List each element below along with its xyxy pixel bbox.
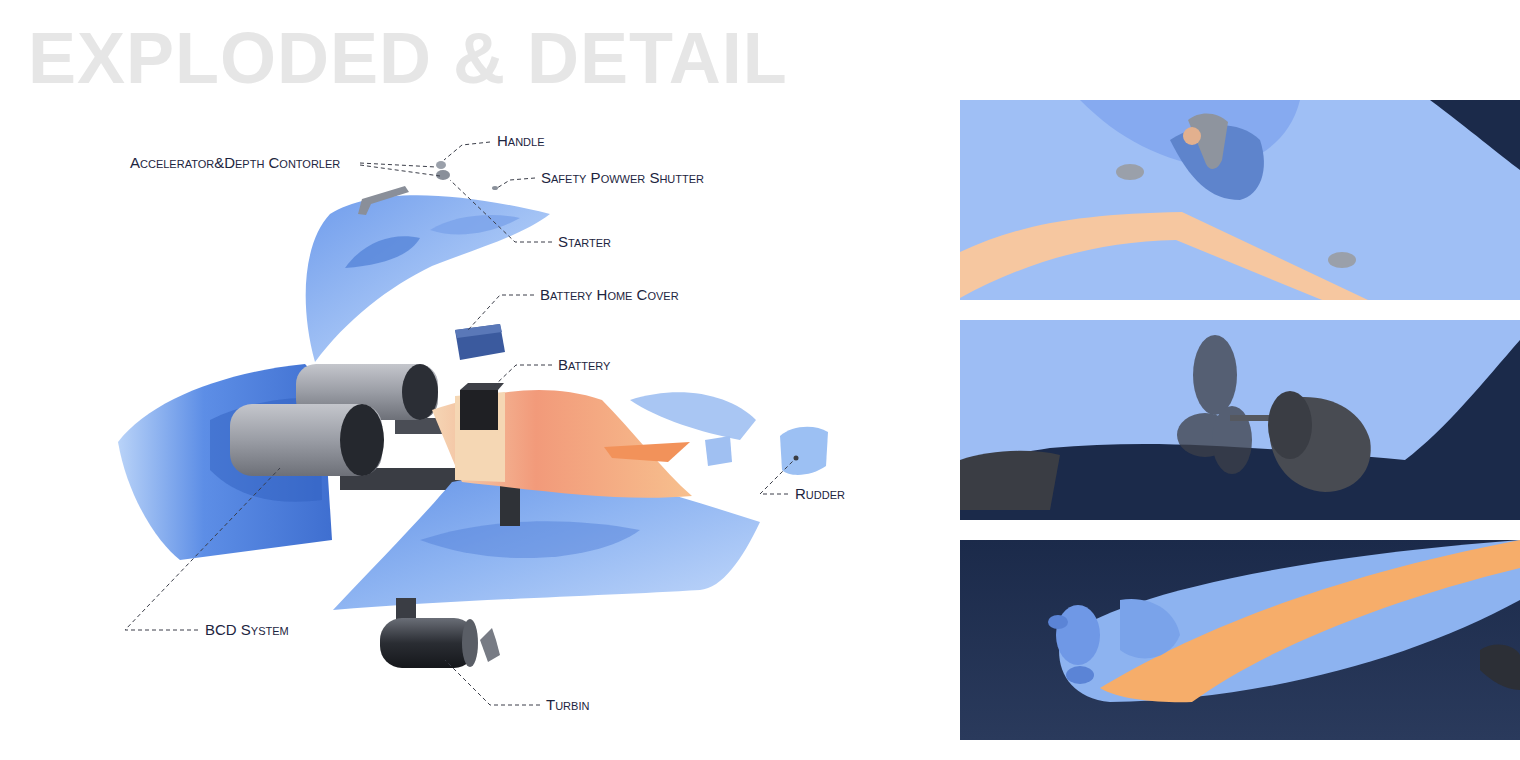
part-label: Accelerator&Depth Contorler <box>130 154 340 172</box>
part-label: Rudder <box>795 485 845 503</box>
page-title: EXPLODED & DETAIL <box>28 18 788 98</box>
part-label: Safety Powwer Shutter <box>541 169 704 187</box>
part-label: Starter <box>558 233 611 251</box>
part-label: Handle <box>497 132 545 150</box>
part-label: Battery Home Cover <box>540 286 679 304</box>
part-label: Turbin <box>546 696 589 714</box>
part-label: Battery <box>558 356 610 374</box>
part-label: BCD System <box>205 621 289 639</box>
